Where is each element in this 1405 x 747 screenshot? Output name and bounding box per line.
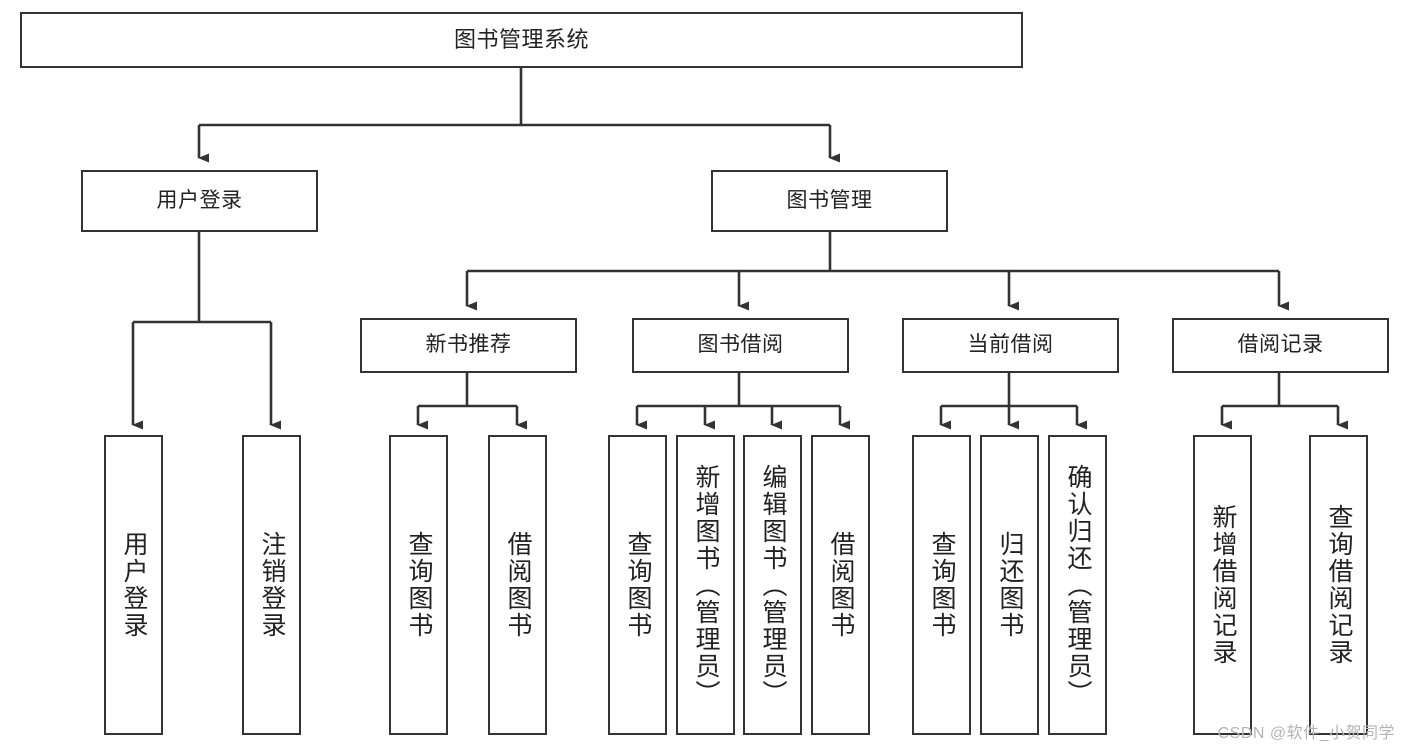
node-root-system[interactable]: 图书管理系统 <box>20 12 1023 68</box>
node-label: 图书管理系统 <box>453 27 589 53</box>
node-book-management[interactable]: 图书管理 <box>711 170 948 232</box>
node-label: 借阅记录 <box>1237 333 1324 357</box>
node-borrow-record[interactable]: 借阅记录 <box>1172 318 1389 373</box>
node-label: 借阅图书 <box>504 531 532 639</box>
node-label: 编辑图书（管理员） <box>759 463 787 707</box>
leaf-borrow-borrow-book[interactable]: 借阅图书 <box>811 435 870 735</box>
node-label: 查询图书 <box>405 531 433 639</box>
leaf-borrow-add-book[interactable]: 新增图书（管理员） <box>676 435 735 735</box>
node-label: 注销登录 <box>258 531 286 639</box>
leaf-record-add[interactable]: 新增借阅记录 <box>1193 435 1252 735</box>
leaf-logout[interactable]: 注销登录 <box>242 435 301 735</box>
leaf-record-query[interactable]: 查询借阅记录 <box>1309 435 1368 735</box>
leaf-new-book-borrow[interactable]: 借阅图书 <box>488 435 547 735</box>
node-label: 查询图书 <box>928 531 956 639</box>
leaf-current-return-book[interactable]: 归还图书 <box>980 435 1039 735</box>
node-label: 查询图书 <box>624 531 652 639</box>
node-book-borrow[interactable]: 图书借阅 <box>632 318 849 373</box>
node-label: 查询借阅记录 <box>1325 504 1353 666</box>
node-label: 图书借阅 <box>697 333 784 357</box>
node-label: 新增借阅记录 <box>1209 504 1237 666</box>
leaf-current-confirm-return[interactable]: 确认归还（管理员） <box>1048 435 1107 735</box>
node-label: 新书推荐 <box>425 333 512 357</box>
csdn-watermark: CSDN @软件_小贺同学 <box>1217 725 1395 742</box>
node-label: 用户登录 <box>120 531 148 639</box>
leaf-user-login[interactable]: 用户登录 <box>104 435 163 735</box>
node-label: 确认归还（管理员） <box>1064 463 1092 707</box>
node-label: 归还图书 <box>996 531 1024 639</box>
leaf-new-book-query[interactable]: 查询图书 <box>389 435 448 735</box>
leaf-borrow-query-book[interactable]: 查询图书 <box>608 435 667 735</box>
node-label: 新增图书（管理员） <box>692 463 720 707</box>
node-new-book-recommend[interactable]: 新书推荐 <box>360 318 577 373</box>
node-label: 当前借阅 <box>967 333 1054 357</box>
node-label: 借阅图书 <box>827 531 855 639</box>
node-current-borrow[interactable]: 当前借阅 <box>902 318 1119 373</box>
leaf-borrow-edit-book[interactable]: 编辑图书（管理员） <box>743 435 802 735</box>
node-user-login[interactable]: 用户登录 <box>81 170 318 232</box>
leaf-current-query-book[interactable]: 查询图书 <box>912 435 971 735</box>
node-label: 图书管理 <box>786 188 873 212</box>
node-label: 用户登录 <box>156 188 243 212</box>
